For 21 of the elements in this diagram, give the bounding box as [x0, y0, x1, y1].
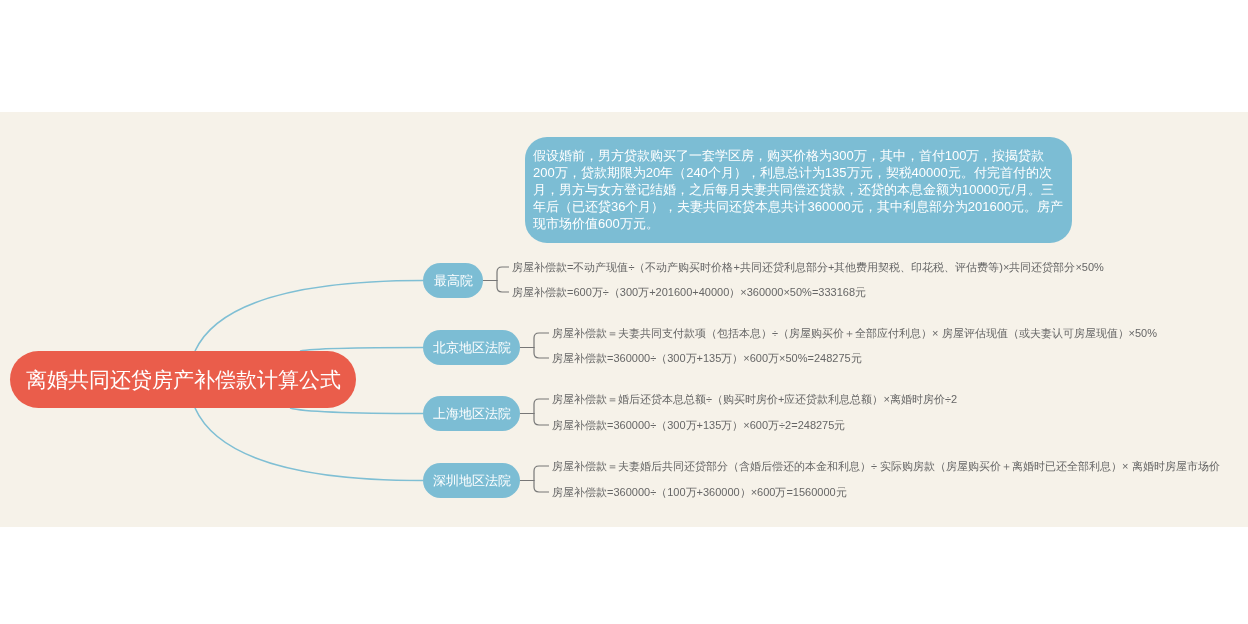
formula-text: 房屋补偿款=360000÷（300万+135万）×600万×50%=248275元: [552, 350, 862, 366]
formula-text: 房屋补偿款＝婚后还贷本息总额÷（购买时房价+应还贷款利息总额）×离婚时房价÷2: [552, 391, 958, 407]
branch-curve: [194, 407, 424, 482]
bracket-connector: [519, 346, 550, 359]
formula-text: 房屋补偿款=不动产现值÷（不动产购买时价格+共同还贷利息部分+其他费用契税、印花税、评估费等)×共同还贷部分×50%: [512, 259, 1104, 275]
bracket-connector: [519, 412, 550, 426]
formula-text: 房屋补偿款=600万÷（300万+201600+40000）×360000×50%=333168元: [512, 284, 866, 300]
note-bubble: 假设婚前，男方贷款购买了一套学区房，购买价格为300万，其中，首付100万，按揭贷款200万，贷款期限为20年（240个月），利息总计为135万元，契税40000元。付完首付的次月，男方与女方登记结婚，之后每月夫妻共同偿还贷款，还贷的本息金额为10000元/月。三年后（已还贷36个月），夫妻共同还贷本息共计360000元，其中利息部分为201600元。房产现市场价值600万元。: [525, 137, 1072, 243]
bracket-connector: [519, 479, 550, 493]
topic-pill: 北京地区法院: [423, 330, 520, 365]
bracket-connector: [482, 279, 510, 293]
formula-text: 房屋补偿款=360000÷（300万+135万）×600万÷2=248275元: [552, 417, 846, 433]
formula-text: 房屋补偿款＝夫妻婚后共同还贷部分（含婚后偿还的本金和利息）÷ 实际购房款（房屋购买价＋离婚时已还全部利息）× 离婚时房屋市场价: [552, 458, 1220, 474]
branch-curve: [299, 346, 424, 352]
branch-curve: [194, 279, 424, 352]
branch-curve: [289, 407, 424, 415]
formula-text: 房屋补偿款＝夫妻共同支付款项（包括本息）÷（房屋购买价＋全部应付利息）× 房屋评估现值（或夫妻认可房屋现值）×50%: [552, 325, 1157, 341]
central-topic: 离婚共同还贷房产补偿款计算公式: [10, 351, 356, 408]
topic-pill: 上海地区法院: [423, 396, 520, 431]
topic-pill: 深圳地区法院: [423, 463, 520, 498]
formula-text: 房屋补偿款=360000÷（100万+360000）×600万=1560000元: [552, 484, 847, 500]
